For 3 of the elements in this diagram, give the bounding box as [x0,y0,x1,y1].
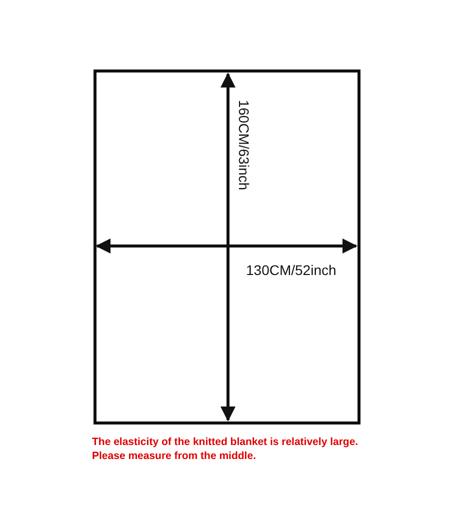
note-text: The elasticity of the knitted blanket is relatively large. Please measure from the middle. [92,435,360,463]
dimension-label: 130CM/52inch [246,262,336,278]
dimension-label: 160CM/63inch [236,100,252,190]
